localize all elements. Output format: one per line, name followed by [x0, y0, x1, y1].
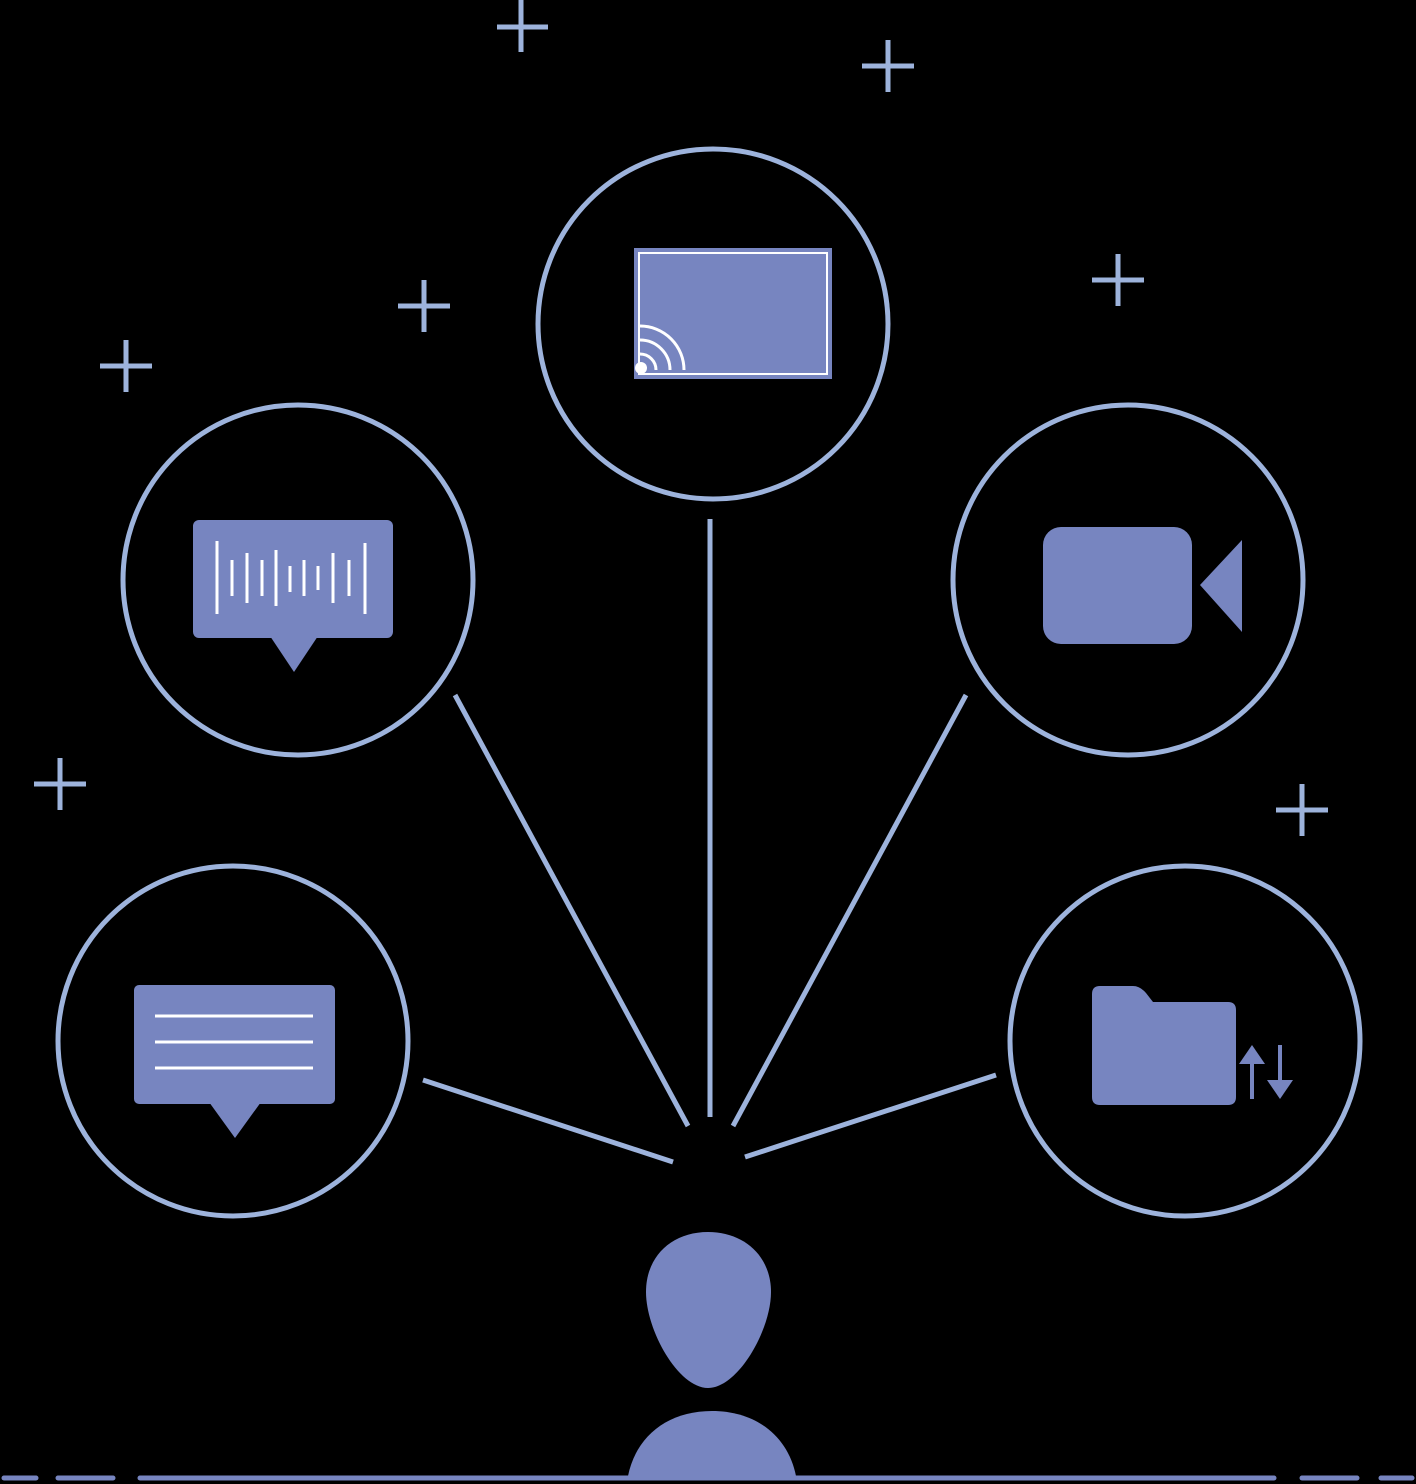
- voice-message-icon: [193, 520, 393, 672]
- screen-cast-icon: [634, 248, 832, 379]
- node-file-transfer: [1007, 863, 1363, 1219]
- plus-sparkle-icon: [34, 758, 86, 810]
- plus-sparkle-icon: [1276, 784, 1328, 836]
- node-video: [950, 402, 1306, 758]
- connector-text-message: [422, 1077, 674, 1165]
- node-voice-message: [120, 402, 476, 758]
- connector-video: [730, 693, 969, 1128]
- video-camera-icon: [1043, 527, 1242, 644]
- plus-sparkle-icon: [497, 0, 548, 52]
- node-ring: [950, 402, 1306, 758]
- text-message-icon: [134, 985, 335, 1138]
- connector-lines: [422, 519, 997, 1165]
- transfer-arrows-icon: [1239, 1045, 1293, 1099]
- connector-voice-message: [452, 693, 691, 1128]
- plus-sparkle-icon: [1092, 254, 1144, 306]
- connector-file-transfer: [744, 1072, 997, 1160]
- node-ring: [120, 402, 476, 758]
- sparkles: [34, 0, 1328, 836]
- plus-sparkle-icon: [100, 340, 152, 392]
- plus-sparkle-icon: [862, 40, 914, 92]
- user-head: [646, 1232, 771, 1388]
- node-text-message: [55, 863, 411, 1219]
- node-ring: [55, 863, 411, 1219]
- user-icon: [628, 1232, 796, 1476]
- node-ring: [1007, 863, 1363, 1219]
- user-shoulders: [628, 1411, 796, 1476]
- folder-transfer-icon: [1092, 986, 1293, 1105]
- node-ring: [535, 146, 891, 502]
- plus-sparkle-icon: [398, 280, 450, 332]
- node-screen-cast: [535, 146, 891, 502]
